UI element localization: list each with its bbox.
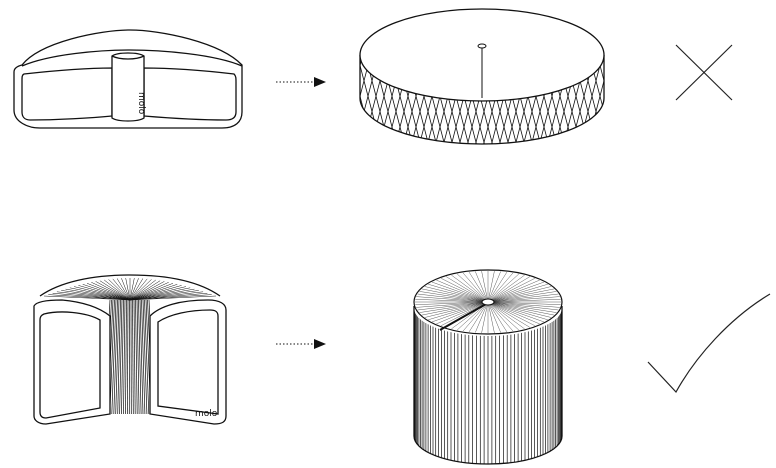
dotted-arrow (276, 339, 326, 349)
folded-paper-pouf-wide (13, 29, 243, 129)
expanded-paper-stool-tall (33, 274, 227, 425)
knurled-flat-cylinder (359, 8, 605, 145)
brand-label: molo (195, 409, 218, 419)
cross-icon (675, 44, 733, 101)
dotted-arrow (276, 77, 326, 87)
fluted-tall-cylinder (413, 269, 563, 465)
check-icon (647, 293, 771, 394)
brand-label: molo (136, 92, 146, 115)
